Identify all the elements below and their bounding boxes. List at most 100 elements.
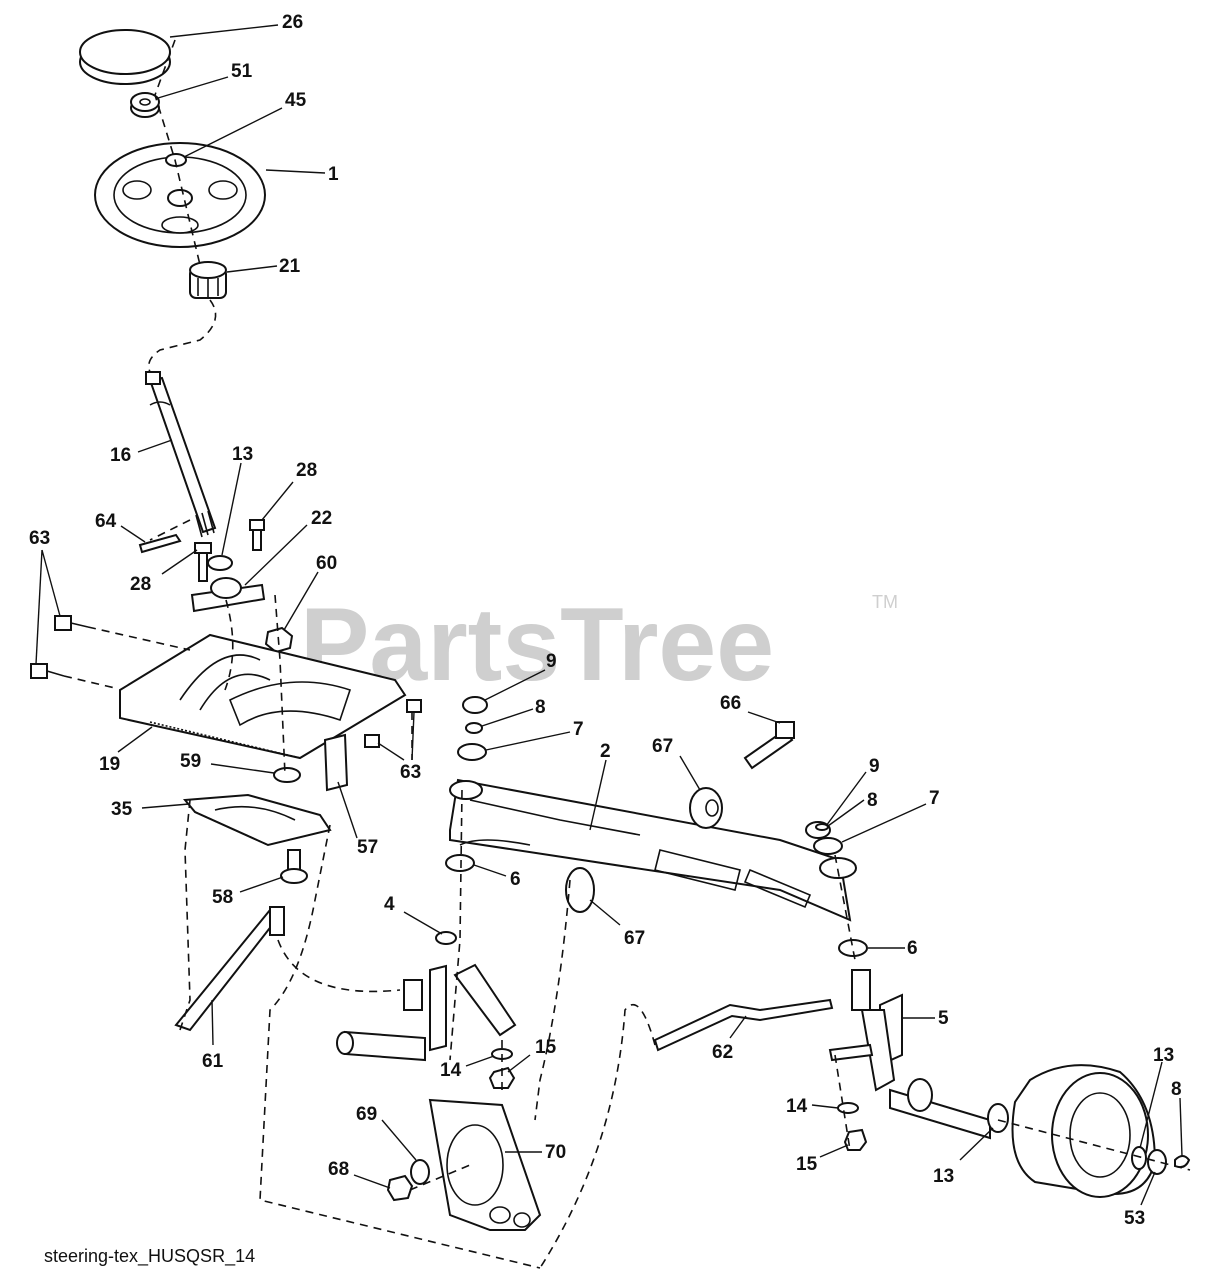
callout-68: 68 (328, 1159, 391, 1189)
pivot-bolt (743, 721, 795, 770)
svg-text:63: 63 (400, 762, 421, 783)
wheel-bushing-inner (987, 1103, 1009, 1133)
callout-8-right: 8 (827, 790, 878, 827)
svg-text:63: 63 (29, 528, 50, 549)
callout-60: 60 (283, 553, 337, 631)
callout-19: 19 (99, 726, 153, 775)
wheel-bushing-outer (1131, 1146, 1147, 1170)
svg-text:8: 8 (1171, 1079, 1182, 1100)
front-axle (449, 778, 857, 922)
screw-lower (30, 663, 65, 679)
svg-text:68: 68 (328, 1159, 349, 1180)
svg-text:66: 66 (720, 693, 741, 714)
tie-rod (653, 998, 834, 1052)
washer-right (813, 837, 843, 855)
spindle-washer-right (838, 939, 868, 957)
svg-text:14: 14 (786, 1096, 808, 1117)
svg-text:1: 1 (328, 164, 339, 185)
callout-1: 1 (265, 164, 339, 185)
steering-cap (79, 29, 171, 85)
svg-text:45: 45 (285, 90, 307, 111)
callout-5: 5 (902, 1008, 949, 1029)
callout-9-right: 9 (825, 756, 880, 827)
callout-4: 4 (384, 894, 443, 935)
callout-22: 22 (244, 508, 332, 586)
bearing-flange (190, 577, 266, 613)
svg-text:28: 28 (296, 460, 317, 481)
callout-8-left: 8 (481, 697, 546, 727)
callout-2: 2 (589, 741, 611, 831)
svg-text:69: 69 (356, 1104, 377, 1125)
svg-text:67: 67 (624, 928, 645, 949)
svg-text:2: 2 (600, 741, 611, 762)
bolt-left (194, 542, 212, 582)
callout-9-left: 9 (484, 651, 557, 701)
svg-text:7: 7 (929, 788, 940, 809)
callout-51: 51 (157, 61, 253, 99)
callout-26: 26 (169, 12, 303, 38)
spindle-nut-right (843, 1128, 868, 1151)
parts-drawing (30, 29, 1191, 1269)
svg-text:13: 13 (232, 444, 253, 465)
svg-text:7: 7 (573, 719, 584, 740)
callout-13-right-upper: 13 (1139, 1045, 1174, 1149)
wheel-washer-outer (1147, 1149, 1167, 1175)
steering-adapter (189, 261, 227, 299)
callout-15-left: 15 (507, 1037, 557, 1073)
callout-7-right: 7 (841, 788, 940, 843)
callout-6-right: 6 (868, 938, 918, 959)
svg-text:5: 5 (938, 1008, 949, 1029)
pivot-spacer-lower (565, 867, 595, 913)
svg-text:16: 16 (110, 445, 131, 466)
sector-washer (273, 767, 301, 783)
callout-58: 58 (212, 876, 284, 908)
callout-7-left: 7 (485, 719, 584, 751)
wheel-clip (1174, 1155, 1191, 1169)
svg-text:61: 61 (202, 1051, 224, 1072)
washer-left (457, 743, 487, 761)
spindle-nut-left (488, 1066, 516, 1089)
callout-62: 62 (712, 1015, 747, 1063)
pivot-spacer-upper (689, 787, 723, 829)
svg-text:6: 6 (510, 869, 521, 890)
callout-61: 61 (202, 999, 224, 1072)
callout-6-left: 6 (473, 864, 521, 890)
callout-64: 64 (95, 511, 146, 543)
cap-left (462, 696, 488, 714)
screw-right-lower (364, 734, 380, 748)
steering-wheel (94, 142, 266, 248)
spindle-washer-left (445, 854, 475, 872)
svg-text:60: 60 (316, 553, 337, 574)
callout-63-left: 63 (29, 528, 61, 665)
cotter-pin (138, 533, 182, 554)
bracket (323, 733, 349, 792)
svg-text:15: 15 (796, 1154, 818, 1175)
watermark-trademark: TM (872, 592, 898, 612)
svg-text:62: 62 (712, 1042, 733, 1063)
steering-plate (119, 633, 407, 760)
callout-67-upper: 67 (652, 736, 701, 791)
svg-text:8: 8 (867, 790, 878, 811)
svg-text:13: 13 (933, 1166, 954, 1187)
svg-text:64: 64 (95, 511, 117, 532)
screw-upper (54, 615, 89, 631)
front-wheel (1011, 1064, 1157, 1198)
svg-text:15: 15 (535, 1037, 557, 1058)
bolt-right (249, 519, 265, 551)
plate-bolt (386, 1174, 414, 1202)
screw-right-upper (406, 699, 422, 713)
svg-text:9: 9 (546, 651, 557, 672)
callout-13-upper: 13 (221, 444, 253, 556)
plate-washer (410, 1159, 430, 1185)
callout-14-left: 14 (440, 1055, 495, 1081)
svg-text:51: 51 (231, 61, 253, 82)
steering-shaft (145, 371, 217, 538)
svg-text:19: 19 (99, 754, 120, 775)
spindle-right (828, 969, 991, 1140)
svg-text:53: 53 (1124, 1208, 1145, 1229)
svg-text:21: 21 (279, 256, 301, 277)
bushing-upper (207, 555, 233, 571)
callout-35: 35 (111, 799, 190, 820)
svg-text:6: 6 (907, 938, 918, 959)
diagram-caption: steering-tex_HUSQSR_14 (44, 1246, 255, 1267)
